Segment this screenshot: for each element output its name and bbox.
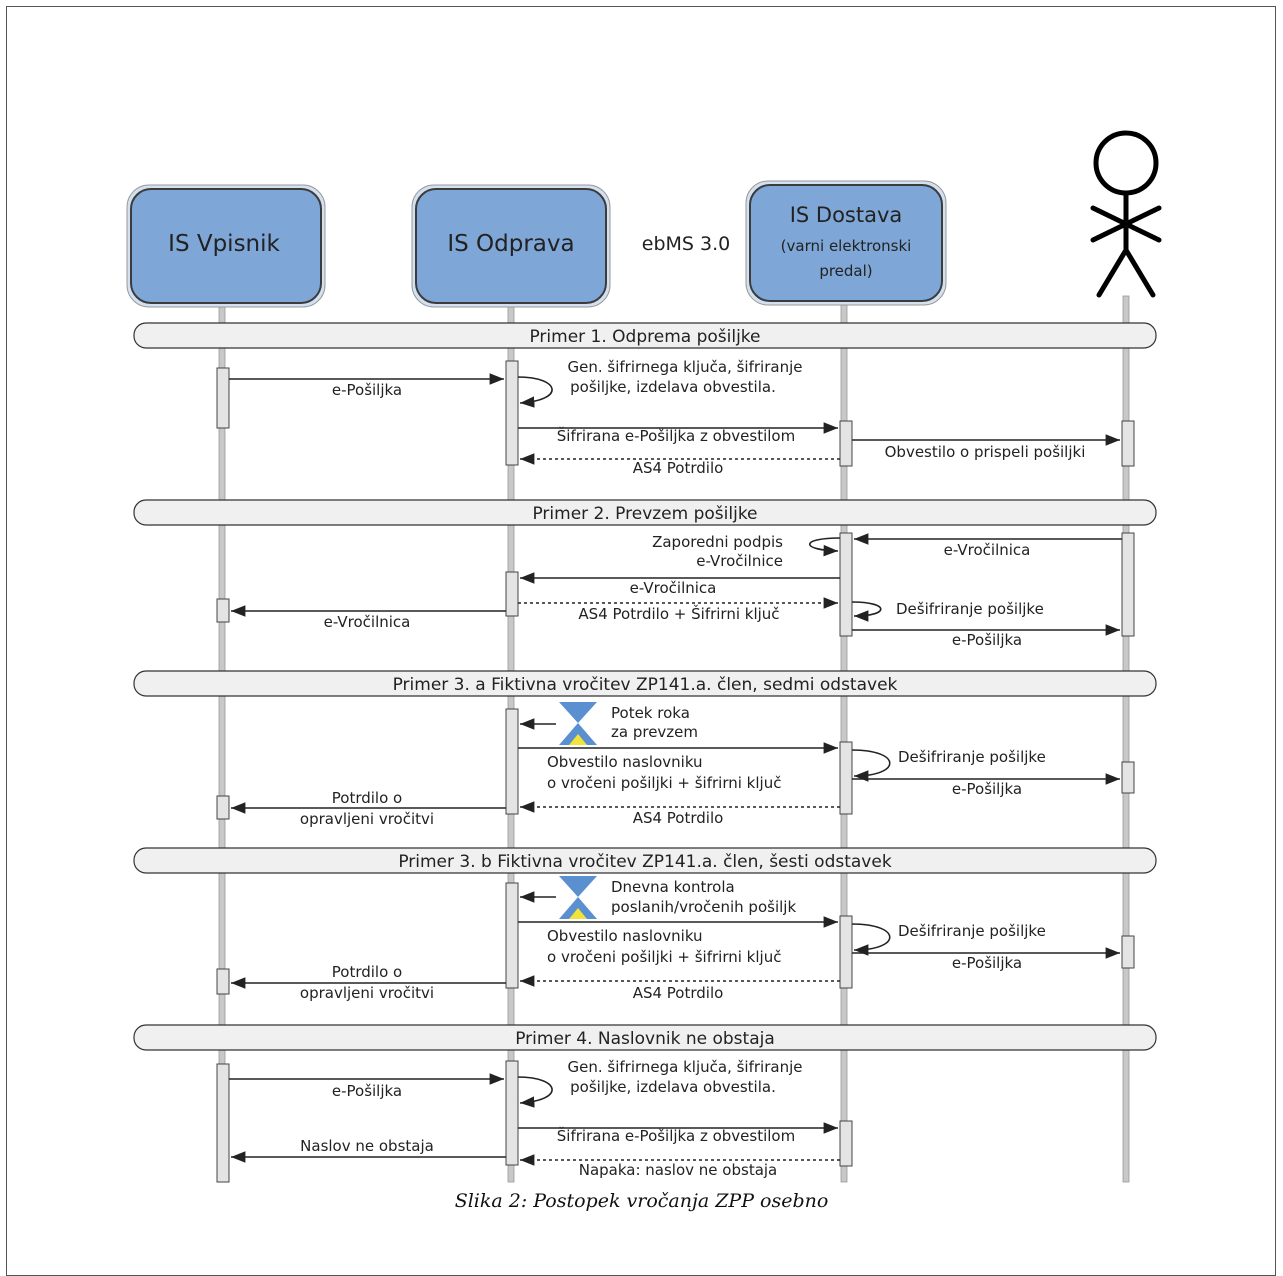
message-label: AS4 Potrdilo	[633, 809, 724, 827]
activation-bar	[505, 882, 519, 989]
participant-label: IS Odprava	[447, 231, 574, 257]
message-label: Dešifriranje pošiljke	[898, 922, 1046, 940]
actor-icon	[1090, 130, 1162, 298]
message-label: Gen. šifrirnega ključa, šifriranje	[568, 358, 803, 376]
self-arrow	[808, 537, 841, 557]
section-title: Primer 1. Odprema pošiljke	[529, 327, 760, 347]
message-label: o vročeni pošiljki + šifrirni ključ	[547, 774, 781, 792]
message-label: e-Vročilnice	[696, 552, 783, 570]
message-label: e-Pošiljka	[952, 780, 1022, 798]
message-label: Obvestilo o prispeli pošiljki	[885, 443, 1086, 461]
self-arrow	[517, 376, 553, 408]
activation-bar	[839, 1120, 853, 1167]
self-arrow	[851, 923, 891, 956]
activation-bar	[1121, 420, 1135, 467]
activation-bar	[505, 1060, 519, 1166]
message-label: Dnevna kontrola	[611, 878, 735, 896]
figure-caption: Slika 2: Postopek vročanja ZPP osebno	[454, 1190, 829, 1212]
hourglass-icon	[559, 876, 597, 919]
participant-label: IS Dostava	[790, 203, 903, 227]
section-band-3a	[133, 670, 1157, 697]
message-label: poslanih/vročenih pošiljk	[611, 898, 796, 916]
protocol-label: ebMS 3.0	[642, 233, 730, 255]
participant-label: IS Vpisnik	[168, 231, 280, 257]
message-label: Gen. šifrirnega ključa, šifriranje	[568, 1058, 803, 1076]
message-label: e-Pošiljka	[332, 381, 402, 399]
participant-dostava: IS Dostava (varni elektronski predal)	[745, 180, 947, 306]
activation-bar	[505, 708, 519, 815]
message-label: Obvestilo naslovniku	[547, 927, 703, 945]
activation-bar	[839, 741, 853, 815]
self-arrow	[851, 601, 882, 622]
section-band-4	[133, 1024, 1157, 1051]
activation-bar	[216, 1063, 230, 1183]
message-label: Zaporedni podpis	[652, 533, 783, 551]
message-label: Šifrirana e-Pošiljka z obvestilom	[557, 1126, 795, 1145]
self-arrow	[517, 1076, 553, 1108]
activation-bar	[505, 571, 519, 617]
activation-bar	[216, 367, 230, 429]
participant-odprava: IS Odprava	[411, 184, 611, 308]
message-label: e-Pošiljka	[332, 1082, 402, 1100]
message-label: opravljeni vročitvi	[300, 984, 434, 1002]
message-label: pošiljke, izdelava obvestila.	[570, 378, 776, 396]
activation-bar	[839, 532, 853, 637]
message-label: AS4 Potrdilo + Šifrirni ključ	[578, 604, 779, 623]
message-label: AS4 Potrdilo	[633, 459, 724, 477]
message-label: e-Vročilnica	[324, 613, 411, 631]
activation-bar	[839, 915, 853, 989]
section-title: Primer 3. b Fiktivna vročitev ZP141.a. č…	[398, 852, 891, 872]
activation-bar	[505, 360, 519, 466]
section-title: Primer 4. Naslovnik ne obstaja	[515, 1029, 775, 1049]
participant-vpisnik: IS Vpisnik	[126, 184, 326, 308]
message-label: Dešifriranje pošiljke	[896, 600, 1044, 618]
message-label: opravljeni vročitvi	[300, 810, 434, 828]
activation-bar	[216, 598, 230, 623]
activation-bar	[1121, 935, 1135, 969]
section-title: Primer 3. a Fiktivna vročitev ZP141.a. č…	[393, 675, 898, 695]
message-label: Potrdilo o	[332, 963, 402, 981]
participant-sublabel: (varni elektronski	[781, 237, 912, 255]
message-label: e-Vročilnica	[630, 579, 717, 597]
message-label: Naslov ne obstaja	[300, 1137, 434, 1155]
activation-bar	[1121, 761, 1135, 794]
sequence-diagram: IS Vpisnik IS Odprava ebMS 3.0 IS Dostav…	[126, 130, 1162, 1183]
activations	[216, 360, 1135, 1183]
message-labels: e-Pošiljka Gen. šifrirnega ključa, šifri…	[300, 358, 1085, 1179]
section-band-1	[133, 322, 1157, 349]
message-label: e-Pošiljka	[952, 631, 1022, 649]
message-label: e-Pošiljka	[952, 954, 1022, 972]
hourglass-icon	[559, 702, 597, 745]
section-bands: Primer 1. Odprema pošiljke Primer 2. Pre…	[133, 322, 1157, 1051]
arrows	[229, 373, 1122, 1166]
message-label: Dešifriranje pošiljke	[898, 748, 1046, 766]
activation-bar	[839, 420, 853, 467]
self-arrow	[851, 749, 891, 782]
message-label: pošiljke, izdelava obvestila.	[570, 1078, 776, 1096]
message-label: Potek roka	[611, 704, 690, 722]
activation-bar	[1121, 532, 1135, 637]
message-label: Obvestilo naslovniku	[547, 753, 703, 771]
lifeline-actor	[1122, 295, 1130, 1183]
section-band-2	[133, 499, 1157, 526]
activation-bar	[216, 968, 230, 995]
message-label: Potrdilo o	[332, 789, 402, 807]
message-label: AS4 Potrdilo	[633, 984, 724, 1002]
section-title: Primer 2. Prevzem pošiljke	[532, 504, 757, 524]
message-label: e-Vročilnica	[944, 541, 1031, 559]
activation-bar	[216, 795, 230, 820]
message-label: za prevzem	[611, 723, 698, 741]
message-label: Šifrirana e-Pošiljka z obvestilom	[557, 426, 795, 445]
message-label: o vročeni pošiljki + šifrirni ključ	[547, 948, 781, 966]
participant-sublabel: predal)	[819, 262, 872, 280]
section-band-3b	[133, 847, 1157, 874]
message-label: Napaka: naslov ne obstaja	[579, 1161, 778, 1179]
